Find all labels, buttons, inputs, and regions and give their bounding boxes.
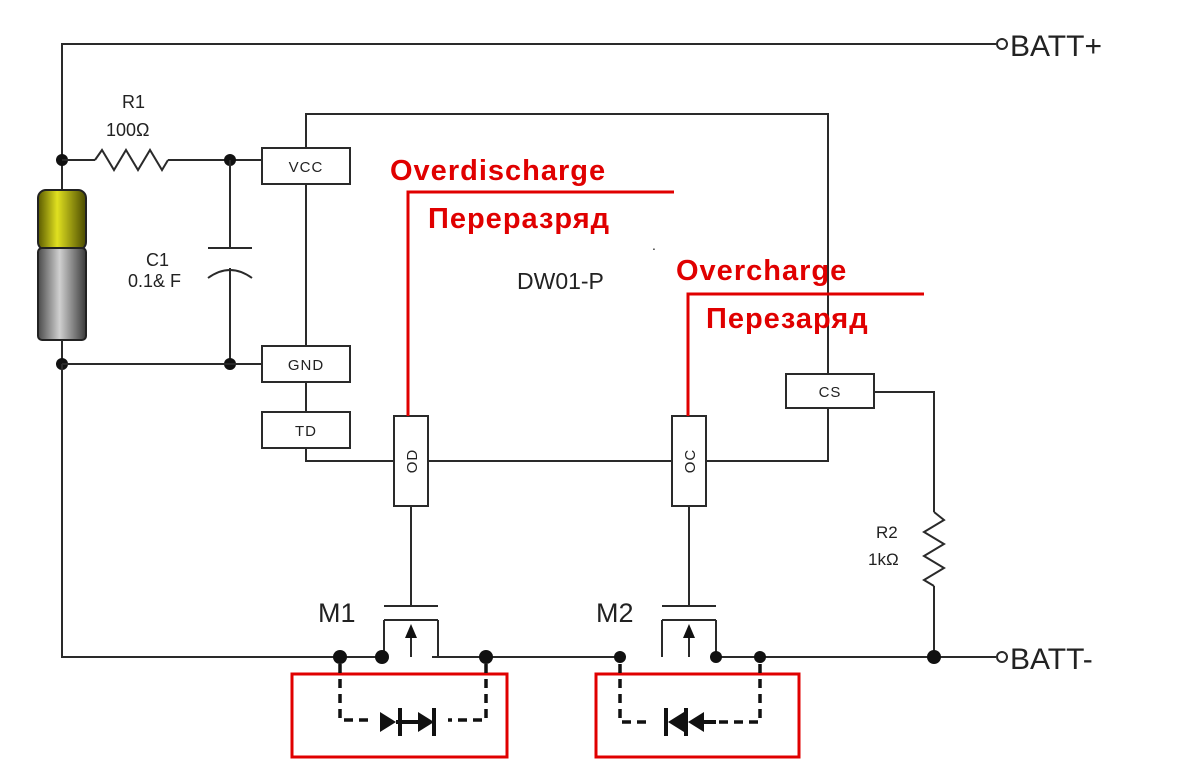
mosfet-m1 <box>383 506 486 658</box>
junction-dot <box>375 650 389 664</box>
overdischarge-label: Overdischarge <box>390 155 606 187</box>
resistor-r2 <box>874 391 946 657</box>
r2-value-label: 1kΩ <box>868 550 899 569</box>
pin-oc-label: OC <box>682 449 699 474</box>
junction-dot <box>927 650 941 664</box>
battery-icon <box>37 160 87 364</box>
overdischarge-leader <box>406 190 674 416</box>
capacitor-c1 <box>207 160 253 364</box>
ground-wire <box>61 363 340 658</box>
ic-dw01p-outline <box>305 113 829 462</box>
pin-vcc-label: VCC <box>289 159 324 176</box>
ic-pin-vcc: VCC <box>261 147 351 185</box>
m1-body-diode <box>290 664 509 759</box>
c1-value-label: 0.1& F <box>128 271 181 291</box>
pin-gnd-label: GND <box>288 357 324 374</box>
batt-minus-label: BATT- <box>1010 643 1093 676</box>
junction-dot <box>754 651 766 663</box>
ic-name-label: DW01-P <box>517 268 604 294</box>
pin-od-label: OD <box>404 449 421 474</box>
overdischarge-ru-label: Переразряд <box>428 203 610 235</box>
m2-body-diode <box>594 664 801 759</box>
ic-pin-od: OD <box>393 415 429 507</box>
ic-pin-gnd: GND <box>261 345 351 383</box>
batt-minus-terminal-icon <box>996 651 1008 663</box>
junction-dot <box>333 650 347 664</box>
junction-dot <box>614 651 626 663</box>
r1-name-label: R1 <box>122 92 145 112</box>
overcharge-ru-label: Перезаряд <box>706 303 869 335</box>
pin-td-label: TD <box>295 423 317 440</box>
r1-value-label: 100Ω <box>106 120 150 140</box>
ic-pin-td: TD <box>261 411 351 449</box>
stray-mark: . <box>652 237 656 253</box>
batt-plus-wire <box>61 43 996 160</box>
m2-label: M2 <box>596 598 634 628</box>
batt-plus-terminal-icon <box>996 38 1008 50</box>
overcharge-label: Overcharge <box>676 255 847 287</box>
ic-pin-oc: OC <box>671 415 707 507</box>
r2-name-label: R2 <box>876 523 898 542</box>
m1-label: M1 <box>318 598 356 628</box>
mosfet-m2 <box>661 506 717 657</box>
junction-dot <box>710 651 722 663</box>
batt-plus-label: BATT+ <box>1010 30 1102 63</box>
overcharge-leader <box>686 292 924 416</box>
resistor-r1 <box>62 148 262 172</box>
pin-cs-label: CS <box>819 384 842 401</box>
junction-dot <box>479 650 493 664</box>
ic-pin-cs: CS <box>785 373 875 409</box>
c1-name-label: C1 <box>146 250 169 270</box>
